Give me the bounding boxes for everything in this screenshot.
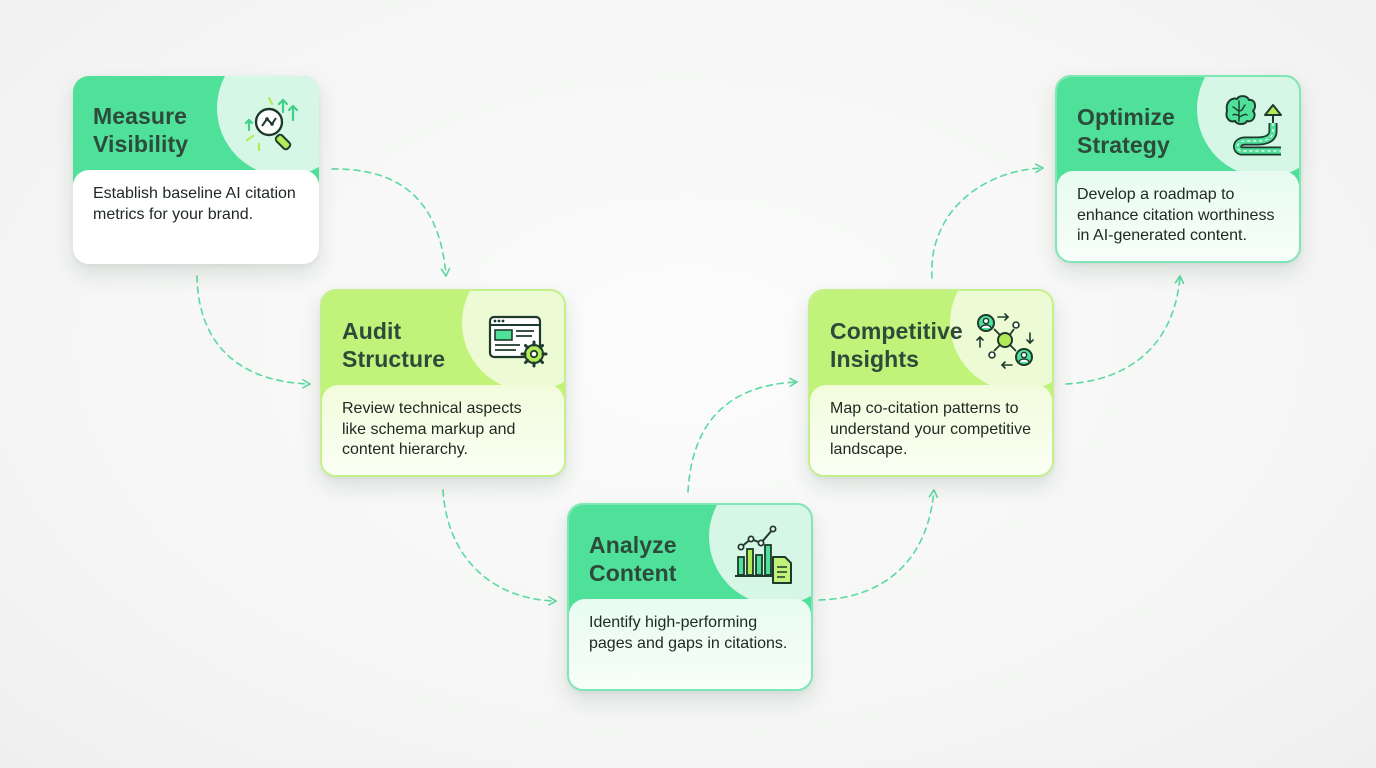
step-header: Competitive Insights [810,291,1052,399]
step-header: Audit Structure [322,291,564,399]
connector-1-top [331,168,451,277]
connector-5-top [931,163,1044,279]
step-description: Identify high-performing pages and gaps … [569,599,811,689]
magnifier-growth-icon [244,96,299,152]
webpage-gear-icon [488,315,548,368]
step-title: Audit Structure [342,318,446,372]
step-description: Map co-citation patterns to understand y… [810,385,1052,475]
step-card-measure-visibility: Measure Visibility Establish baseline AI… [73,76,319,264]
step-card-competitive-insights: Competitive Insights Map co-c [808,289,1054,477]
connector-3 [687,377,798,493]
connector-4 [818,489,939,601]
network-people-icon [976,313,1034,369]
step-header: Optimize Strategy [1057,77,1299,185]
step-title: Measure Visibility [93,103,189,157]
step-card-optimize-strategy: Optimize Strategy Develop a roadmap to e… [1055,75,1301,263]
step-header: Measure Visibility [73,76,319,184]
bar-chart-document-icon [735,525,792,584]
step-description: Review technical aspects like schema mar… [322,385,564,475]
connector-2 [442,489,557,606]
step-title: Optimize Strategy [1077,104,1175,158]
connector-5-bottom [1065,275,1185,385]
brain-road-icon [1225,95,1282,156]
step-title: Analyze Content [589,532,677,586]
connector-1-bottom [196,275,311,389]
step-title: Competitive Insights [830,318,963,372]
step-card-analyze-content: Analyze Content Identify high-performing… [567,503,813,691]
step-card-audit-structure: Audit Structure Review t [320,289,566,477]
step-header: Analyze Content [569,505,811,613]
step-description: Develop a roadmap to enhance citation wo… [1057,171,1299,261]
step-description: Establish baseline AI citation metrics f… [73,170,319,264]
